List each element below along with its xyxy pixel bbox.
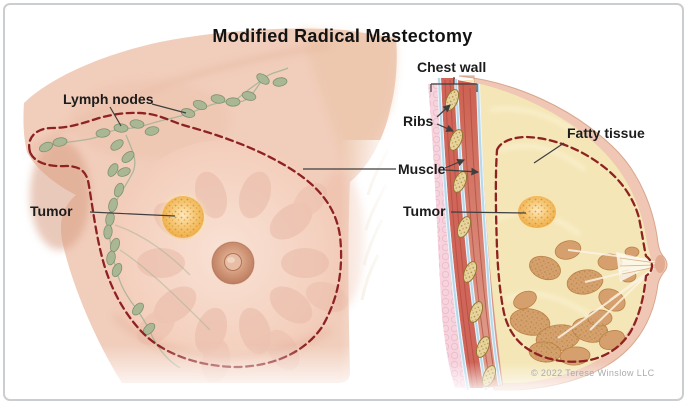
chest-wall-bracket bbox=[430, 77, 478, 92]
lymph-nodes-pointer-2 bbox=[151, 103, 187, 114]
right-fade-left bbox=[340, 140, 402, 390]
armpit-shadow bbox=[30, 140, 90, 250]
label-ribs: Ribs bbox=[403, 113, 434, 129]
tumor-left bbox=[160, 194, 206, 240]
diagram-title: Modified Radical Mastectomy bbox=[212, 26, 473, 46]
label-tumor-left: Tumor bbox=[30, 203, 73, 219]
muscle-pointer-1 bbox=[444, 158, 466, 169]
ribs-pointer-1 bbox=[436, 104, 451, 118]
label-lymph-nodes: Lymph nodes bbox=[63, 91, 154, 107]
nipple bbox=[655, 255, 665, 273]
ribs-pointer-2 bbox=[436, 123, 455, 132]
muscle-pointer-2 bbox=[444, 167, 480, 176]
excision-outline-right bbox=[494, 135, 654, 363]
leader-lines bbox=[89, 77, 565, 217]
label-tumor-right: Tumor bbox=[403, 203, 446, 219]
excision-outline-left bbox=[27, 111, 343, 369]
fatty-tissue-region bbox=[461, 80, 652, 383]
tumor-left-pointer bbox=[89, 211, 176, 217]
tumor-right-pointer bbox=[450, 211, 527, 214]
label-fatty-tissue: Fatty tissue bbox=[567, 125, 645, 141]
fatty-tissue-pointer bbox=[533, 142, 565, 164]
areola-nipple bbox=[211, 241, 255, 285]
copyright: © 2022 Terese Winslow LLC bbox=[531, 368, 655, 378]
frontal-view-illustration bbox=[15, 28, 405, 395]
duct-fan-lines bbox=[619, 257, 657, 275]
lymph-nodes-pointer-1 bbox=[109, 106, 122, 127]
bottom-fade-right bbox=[420, 362, 670, 396]
duct-fan bbox=[616, 252, 658, 282]
label-chest-wall: Chest wall bbox=[417, 59, 487, 75]
cross-section-illustration bbox=[420, 75, 670, 396]
lymph-nodes bbox=[39, 73, 288, 336]
upper-chest-shading bbox=[70, 80, 230, 160]
label-muscle: Muscle bbox=[398, 161, 446, 177]
tumor-right bbox=[516, 194, 558, 230]
